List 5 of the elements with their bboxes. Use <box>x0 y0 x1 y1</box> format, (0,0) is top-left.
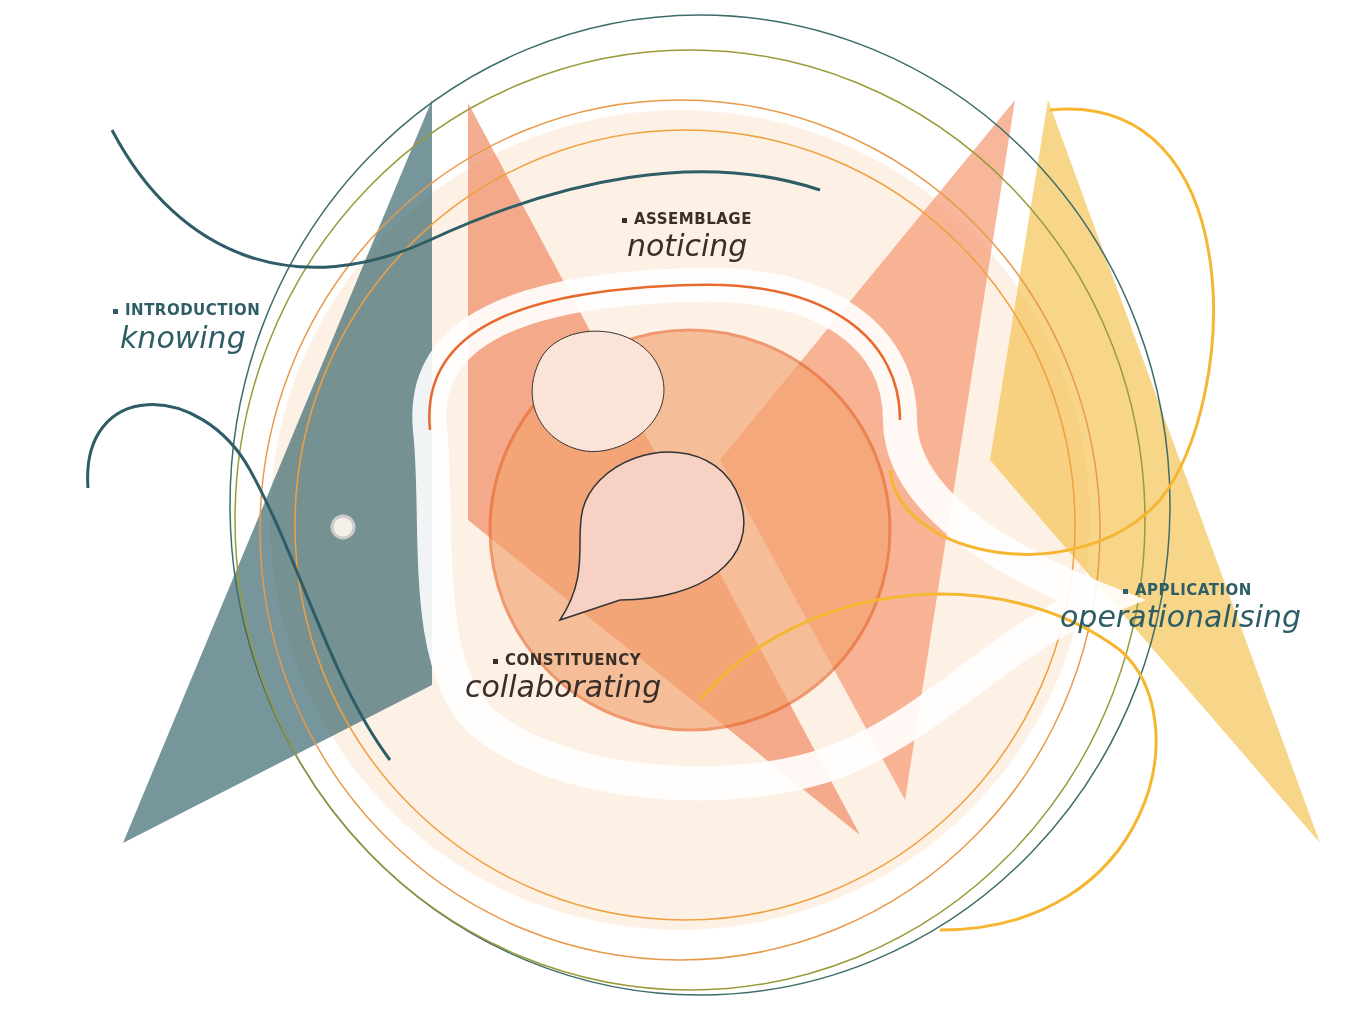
section-heading: CONSTITUENCY <box>505 651 641 669</box>
section-heading: ASSEMBLAGE <box>634 210 752 228</box>
section-subtitle: knowing <box>120 320 246 355</box>
section-subtitle: noticing <box>627 228 748 263</box>
section-heading: INTRODUCTION <box>125 301 261 319</box>
